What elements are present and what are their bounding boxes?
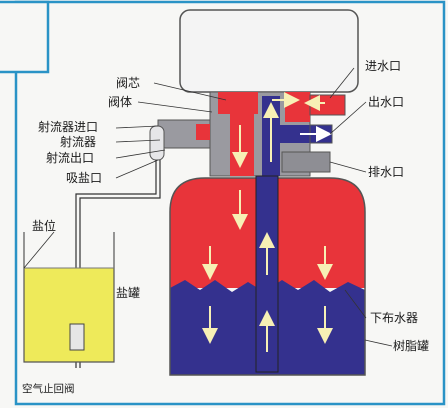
label-water-outlet: 出水口 — [368, 95, 404, 109]
air-check-valve-body — [69, 323, 85, 351]
label-jet-outlet: 射流出口 — [46, 150, 94, 165]
label-jet: 射流器 — [60, 134, 96, 149]
label-lower-distributor: 下布水器 — [370, 311, 418, 325]
label-resin-tank: 树脂罐 — [393, 338, 429, 353]
label-salt-suction: 吸盐口 — [66, 171, 102, 185]
label-drain-outlet: 排水口 — [368, 165, 404, 179]
label-jet-inlet: 射流器进口 — [38, 119, 98, 134]
brine-tank — [23, 232, 115, 363]
flow-arrows — [202, 92, 333, 352]
label-air-check-valve: 空气止回阀 — [22, 382, 75, 395]
leader-lines — [23, 67, 393, 347]
valve-head — [209, 91, 346, 177]
labels: 阀芯 阀体 射流器进口 射流器 射流出口 吸盐口 盐位 盐罐 空气止回阀 进水口… — [22, 59, 429, 395]
label-valve-body: 阀体 — [108, 95, 132, 109]
label-water-inlet: 进水口 — [365, 59, 401, 73]
label-salt-level: 盐位 — [32, 218, 56, 233]
motor-housing — [179, 9, 359, 93]
label-brine-tank: 盐罐 — [116, 286, 140, 300]
label-valve-core: 阀芯 — [116, 76, 140, 90]
